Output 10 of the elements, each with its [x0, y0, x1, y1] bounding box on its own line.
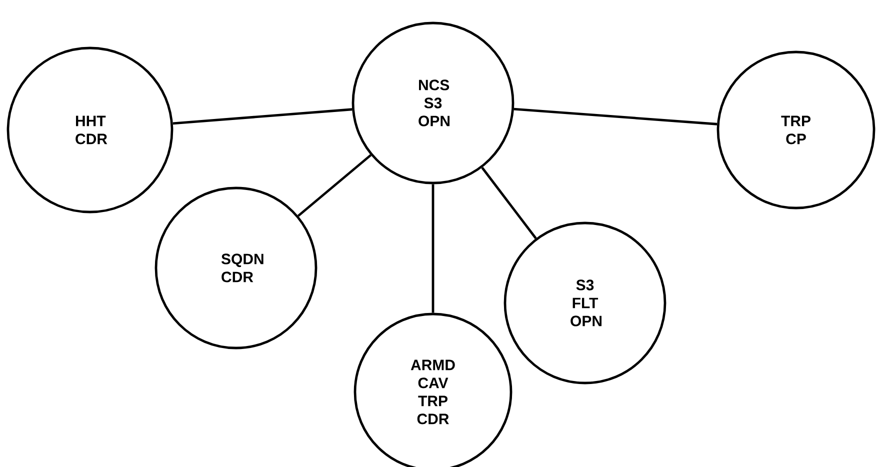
connector-line	[514, 108, 718, 126]
circle-node: HHT CDR	[6, 46, 174, 214]
connector-line	[481, 166, 537, 240]
circle-node: NCS S3 OPN	[352, 22, 514, 184]
circle-node: S3 FLT OPN	[504, 222, 666, 384]
circle-node: TRP CP	[716, 50, 876, 210]
connector-line	[432, 184, 434, 313]
connector-line	[172, 108, 352, 125]
circle-node: SQDN CDR	[154, 186, 318, 350]
connector-line	[297, 154, 372, 217]
